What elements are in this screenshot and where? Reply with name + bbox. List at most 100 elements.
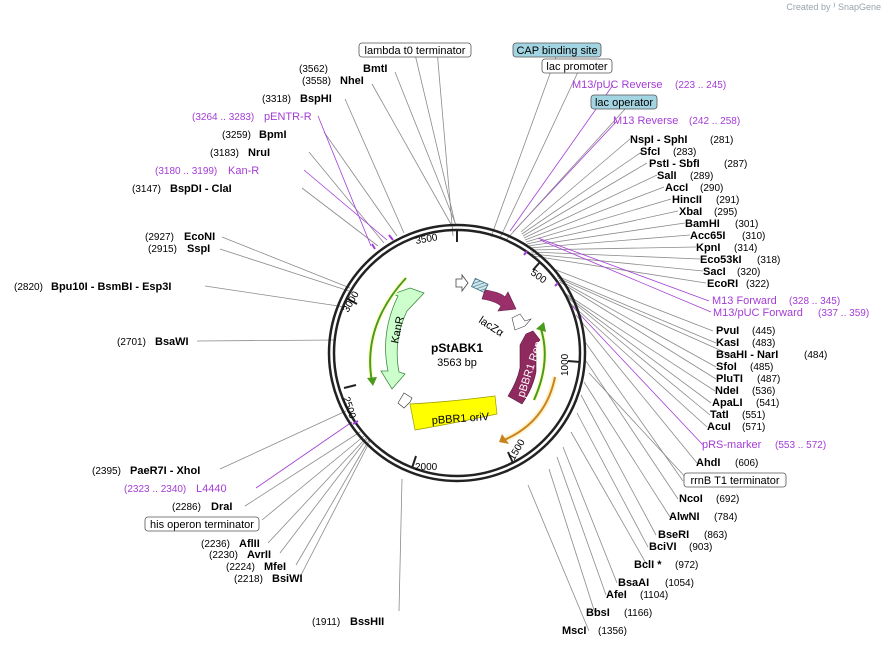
rrnb-t1-terminator-label: rrnB T1 terminator	[690, 475, 779, 487]
kanr-orf-arrowhead	[367, 377, 377, 386]
lac-operator-label: lac operator	[595, 97, 653, 109]
pbbr1-rep-arrow	[507, 330, 541, 405]
restriction-sites-right: NspI - SphI (281) SfcI (283) PstI - SbfI…	[562, 134, 827, 637]
lacZa-arrow	[481, 289, 517, 312]
lambda-t0-terminator-box	[358, 42, 472, 58]
rep-orf-arrowhead	[536, 322, 546, 332]
site-pos: (289)	[690, 171, 713, 182]
primer-label: M13 Reverse	[613, 115, 678, 127]
site-pos: (314)	[734, 243, 757, 254]
his-operon-terminator-box	[144, 516, 260, 532]
primer-label: M13/pUC Forward	[713, 307, 803, 319]
site-pos: (1356)	[598, 626, 627, 637]
site-pos: (287)	[724, 159, 747, 170]
site-name: BpmI	[259, 129, 287, 141]
site-name: Acc65I	[690, 230, 725, 242]
ring-markers	[352, 234, 559, 425]
site-name: NruI	[248, 147, 270, 159]
snapgene-brand: Created by ⁾ SnapGene	[786, 2, 881, 13]
site-pos: (606)	[735, 458, 758, 469]
pbbr1-oriv-block	[409, 395, 498, 431]
leader-lines	[196, 49, 732, 632]
site-name: BsaWI	[155, 336, 189, 348]
site-pos: (2286)	[172, 502, 201, 513]
orange-orf-arc	[503, 376, 556, 441]
primer-label: Kan-R	[228, 165, 259, 177]
site-name: KpnI	[696, 242, 720, 254]
ring-tick-marks	[343, 230, 581, 469]
site-name: PluTI	[716, 373, 743, 385]
site-pos: (320)	[737, 267, 760, 278]
site-pos: (2236)	[201, 539, 230, 550]
site-pos: (784)	[714, 512, 737, 523]
site-name: BciVI	[649, 541, 677, 553]
site-name: HincII	[672, 194, 702, 206]
site-pos: (487)	[757, 374, 780, 385]
site-pos: (1054)	[665, 578, 694, 589]
site-name: PstI - SbfI	[649, 158, 700, 170]
site-pos: (571)	[742, 422, 765, 433]
site-name: SfcI	[640, 146, 660, 158]
rrnb-t1-terminator-box	[683, 472, 787, 488]
site-pos: (551)	[742, 410, 765, 421]
site-pos: (3318)	[262, 94, 291, 105]
site-name: AlwNI	[669, 511, 700, 523]
site-name: PvuI	[716, 325, 739, 337]
site-name: BspHI	[300, 93, 332, 105]
kanr-label: KanR	[389, 315, 406, 344]
site-name: ApaLI	[712, 397, 743, 409]
lambda-t0-terminator-label: lambda t0 terminator	[365, 45, 466, 57]
oriv-small-arrow	[397, 392, 413, 409]
tick-label: 3500	[415, 232, 439, 247]
primer-range: (328 .. 345)	[789, 296, 840, 307]
backbone-outer-ring	[327, 223, 587, 483]
site-pos: (2915)	[148, 244, 177, 255]
pbbr1-oriv-label: pBBR1 oriV	[431, 411, 490, 427]
primer-label: M13 Forward	[712, 295, 777, 307]
kanr-orf-arc	[369, 277, 407, 383]
site-pos: (318)	[757, 255, 780, 266]
site-pos: (541)	[756, 398, 779, 409]
site-pos: (322)	[746, 279, 769, 290]
site-name: AflII	[239, 538, 260, 550]
site-pos: (2230)	[209, 550, 238, 561]
site-name: TatI	[710, 409, 729, 421]
site-name: AcuI	[707, 421, 731, 433]
boxed-feature-labels: CAP binding site lac promoter lac operat…	[144, 42, 787, 532]
site-name: BbsI	[586, 607, 610, 619]
site-name: BseRI	[658, 529, 689, 541]
site-pos: (3562)	[299, 64, 328, 75]
site-pos: (483)	[752, 338, 775, 349]
snapgene-logo-icon: ⁾	[832, 2, 836, 13]
site-name: AhdI	[696, 457, 720, 469]
site-name: BclI *	[634, 559, 662, 571]
site-pos: (281)	[710, 135, 733, 146]
site-name: BmtI	[363, 63, 387, 75]
tick-label: 1500	[507, 437, 528, 462]
cap-binding-site-label: CAP binding site	[516, 45, 597, 57]
site-pos: (863)	[704, 530, 727, 541]
primer-range: (3264 .. 3283)	[192, 112, 254, 123]
site-name: EcoNI	[184, 231, 215, 243]
site-pos: (2218)	[234, 574, 263, 585]
site-name: NspI - SphI	[630, 134, 687, 146]
lac-operator-block	[471, 277, 489, 294]
site-name: DraI	[211, 501, 232, 513]
site-pos: (445)	[752, 326, 775, 337]
site-name: Bpu10I - BsmBI - Esp3I	[51, 281, 171, 293]
brand-created-by: Created by	[786, 2, 831, 12]
tick-label: 500	[528, 268, 548, 287]
site-pos: (3183)	[210, 148, 239, 159]
his-operon-terminator-label: his operon terminator	[150, 519, 254, 531]
site-name: NdeI	[715, 385, 739, 397]
site-pos: (2224)	[226, 562, 255, 573]
site-pos: (283)	[673, 147, 696, 158]
kanr-arrow	[380, 287, 425, 390]
site-name: SfoI	[716, 361, 737, 373]
site-pos: (290)	[700, 183, 723, 194]
plasmid-name: pStABK1	[431, 341, 483, 355]
site-pos: (484)	[804, 350, 827, 361]
tick-label: 1000	[560, 353, 571, 376]
site-name: Eco53kI	[700, 254, 742, 266]
primer-label: pENTR-R	[264, 111, 312, 123]
